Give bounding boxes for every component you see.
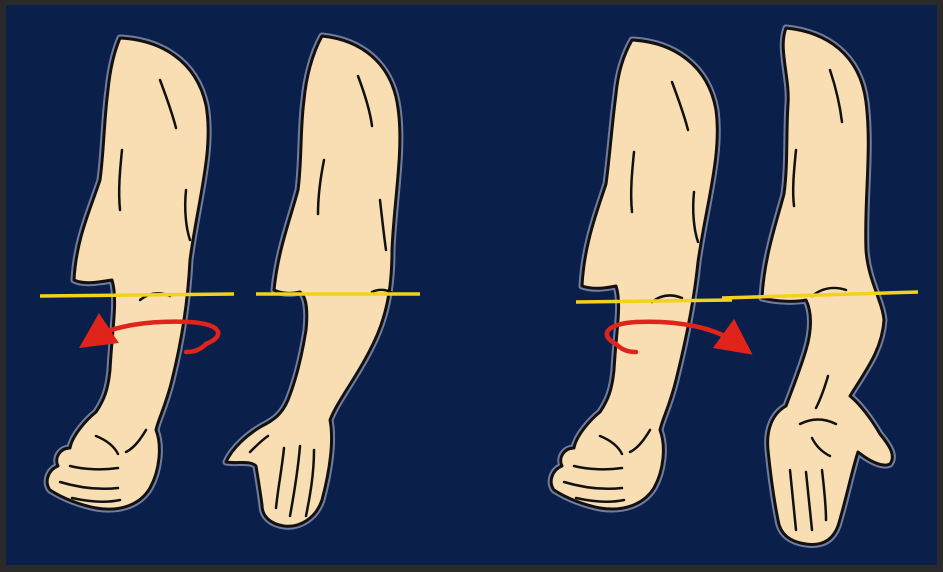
- reference-line-1: [40, 294, 234, 296]
- reference-line-3: [576, 300, 732, 302]
